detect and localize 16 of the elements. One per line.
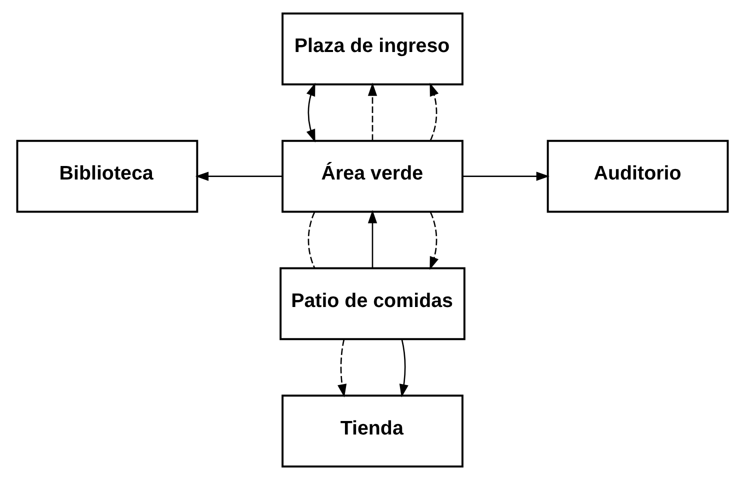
- connector: [307, 212, 315, 268]
- arrow: [367, 210, 377, 268]
- arrow: [429, 82, 438, 141]
- node-box: Plaza de ingreso: [281, 12, 463, 86]
- arrow: [337, 339, 346, 398]
- node-box: Patio de comidas: [279, 267, 465, 340]
- arrow: [429, 212, 438, 270]
- arrow: [462, 172, 549, 181]
- node-box: Tienda: [281, 394, 463, 468]
- arrow: [398, 339, 408, 398]
- node-box: Biblioteca: [16, 140, 198, 213]
- arrow: [367, 82, 377, 141]
- node-box: Área verde: [281, 140, 463, 213]
- node-box: Auditorio: [546, 140, 728, 213]
- arrow: [306, 82, 315, 143]
- arrow: [194, 172, 282, 181]
